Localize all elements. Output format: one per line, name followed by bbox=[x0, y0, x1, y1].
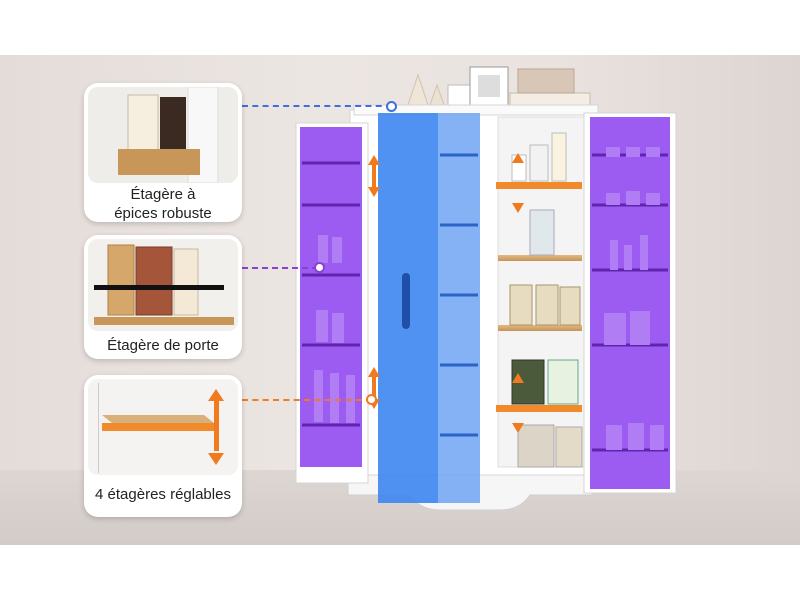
caption-line: Étagère à bbox=[130, 186, 196, 203]
caption-line: 4 étagères réglables bbox=[95, 486, 231, 503]
top-decor bbox=[407, 66, 591, 110]
up-down-arrow-icon bbox=[208, 389, 224, 465]
callout-spice-caption: Étagère à épices robuste bbox=[84, 185, 242, 222]
adjustable-shelf-photo bbox=[88, 379, 238, 475]
product-scene bbox=[0, 55, 800, 545]
pantry-cabinet-illustration bbox=[295, 66, 677, 511]
caption-line: épices robuste bbox=[114, 205, 212, 222]
callout-spice-shelf: Étagère à épices robuste bbox=[84, 83, 242, 222]
callout-line-spice bbox=[242, 105, 392, 107]
callout-adjustable-shelves: 4 étagères réglables bbox=[84, 375, 242, 517]
callout-door-caption: Étagère de porte bbox=[84, 336, 242, 355]
callout-dot-shelves bbox=[366, 394, 377, 405]
callout-dot-door bbox=[314, 262, 325, 273]
callout-dot-spice bbox=[386, 101, 397, 112]
callout-shelves-caption: 4 étagères réglables bbox=[84, 485, 242, 504]
caption-line: Étagère de porte bbox=[107, 337, 219, 354]
door-shelf-photo bbox=[88, 239, 238, 331]
spice-shelf-photo bbox=[88, 87, 238, 183]
callout-line-door bbox=[242, 267, 318, 269]
callout-door-shelf: Étagère de porte bbox=[84, 235, 242, 359]
callout-line-shelves bbox=[242, 399, 372, 401]
